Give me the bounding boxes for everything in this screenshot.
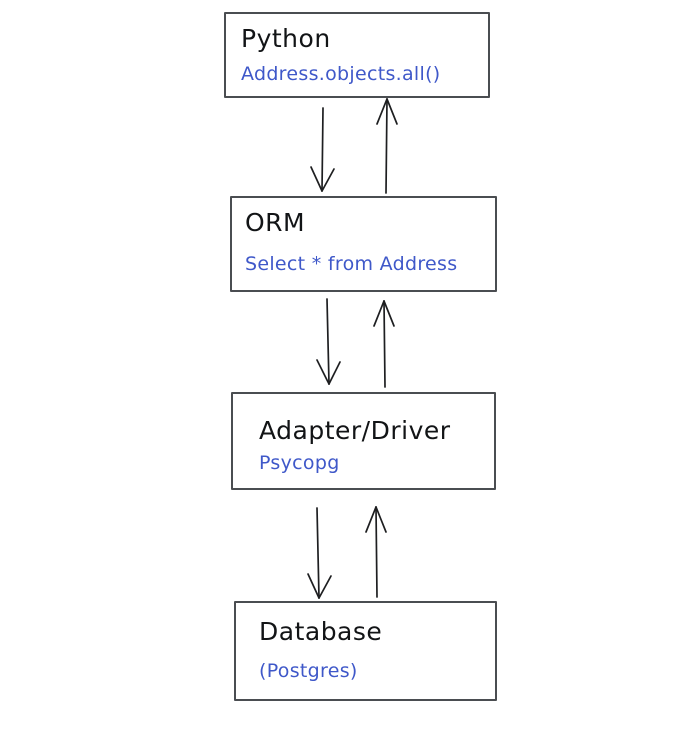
node-adapter-code: Psycopg [259,451,340,474]
arrow-orm-to-adapter-down [316,298,341,385]
arrow-orm-to-python-up [376,98,398,194]
arrow-python-to-orm-down [310,107,335,192]
node-orm-code: Select * from Address [245,252,458,275]
node-database-code: (Postgres) [259,659,358,682]
node-orm: ORM Select * from Address [230,196,497,292]
arrow-adapter-to-orm-up [373,300,395,388]
node-python-code: Address.objects.all() [241,62,441,85]
node-database: Database (Postgres) [234,601,497,701]
node-database-title: Database [259,617,383,646]
node-orm-title: ORM [245,208,306,237]
node-python-title: Python [241,24,331,53]
node-adapter-title: Adapter/Driver [259,416,451,445]
arrow-database-to-adapter-up [365,506,387,598]
arrow-adapter-to-database-down [307,507,332,599]
node-python: Python Address.objects.all() [224,12,490,98]
node-adapter: Adapter/Driver Psycopg [231,392,496,490]
